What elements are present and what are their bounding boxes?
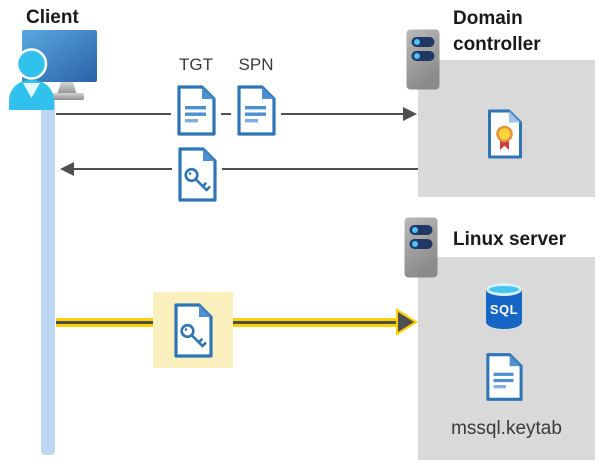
keytab-label: mssql.keytab xyxy=(451,418,562,439)
tgt-document-icon xyxy=(171,80,221,141)
client-label: Client xyxy=(26,7,79,28)
tgt-label: TGT xyxy=(179,55,213,74)
linux-server-server-icon xyxy=(404,217,438,278)
keytab-document-icon xyxy=(485,352,523,402)
access-key-document-icon xyxy=(173,303,213,358)
response-arrow-head-icon xyxy=(60,162,74,176)
domain-controller-server-icon xyxy=(406,29,440,90)
spn-label: SPN xyxy=(238,55,274,74)
client-workstation-icon xyxy=(4,22,99,112)
request-arrow-line xyxy=(56,113,403,115)
domain-controller-label: Domain controller xyxy=(453,8,541,55)
sql-label: SQL xyxy=(489,302,519,317)
access-arrow-head-icon xyxy=(398,312,414,332)
response-key-document-icon xyxy=(172,142,222,207)
sql-cylinder-top xyxy=(486,283,522,296)
client-lifeline xyxy=(41,96,55,455)
spn-document-icon xyxy=(231,80,281,141)
linux-server-label: Linux server xyxy=(453,229,566,250)
request-arrow-head-icon xyxy=(403,107,417,121)
response-arrow-line xyxy=(74,168,418,170)
certificate-icon xyxy=(487,109,523,159)
sql-database-icon: SQL xyxy=(486,283,522,333)
sql-cylinder-body xyxy=(486,290,522,329)
